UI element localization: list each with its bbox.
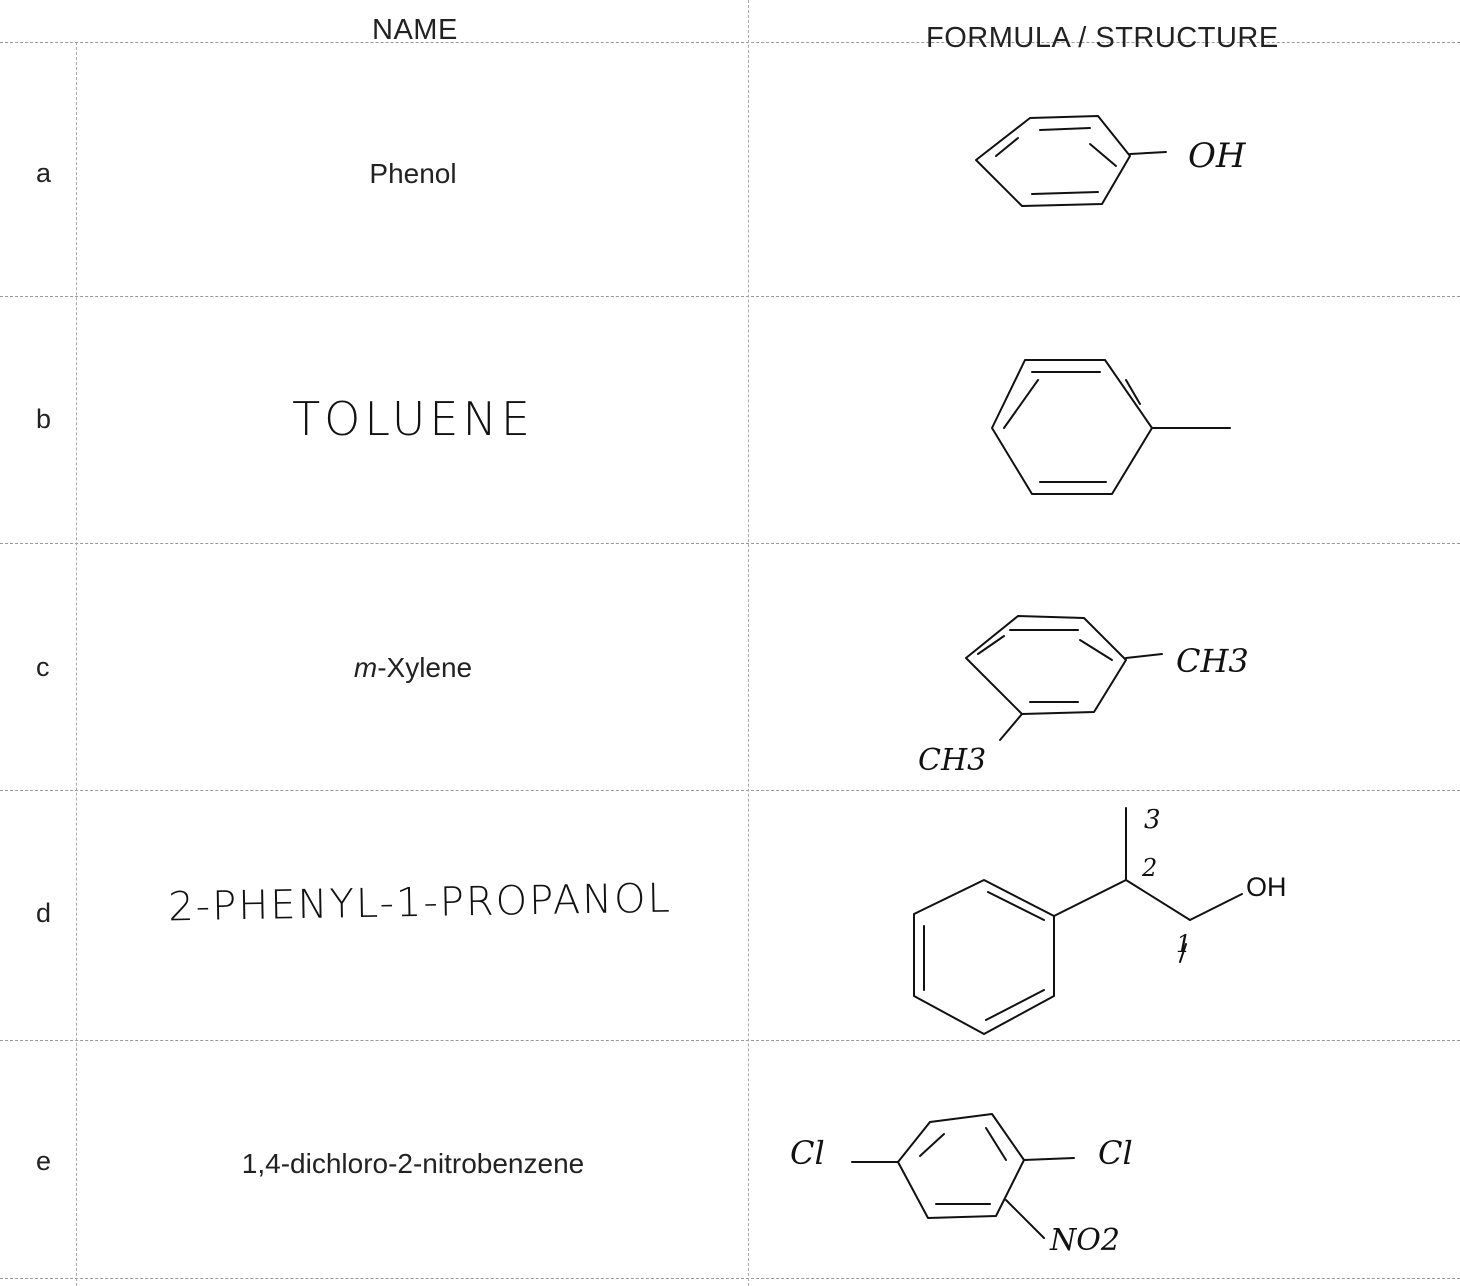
letter-column-divider <box>76 42 77 1286</box>
toluene-structure <box>991 359 1231 495</box>
compound-name-dichloronitrobenzene: 1,4-dichloro-2-nitrobenzene <box>241 1148 585 1179</box>
compound-name-toluene: TOLUENE <box>292 392 534 446</box>
row-divider <box>0 1040 1460 1041</box>
chloro-right-label: Cl <box>1098 1134 1133 1172</box>
row-letter-b: b <box>36 404 52 434</box>
header-divider <box>0 42 1460 43</box>
m-xylene-structure <box>965 615 1163 741</box>
nitro-label: NO2 <box>1049 1223 1120 1258</box>
carbon-3-label: 3 <box>1144 805 1161 835</box>
row-letter-c: c <box>36 652 50 682</box>
m-xylene-ch3-left-label: CH3 <box>918 743 986 778</box>
xylene-suffix: -Xylene <box>377 652 473 683</box>
row-letter-a: a <box>36 158 52 188</box>
structure-column-divider <box>748 0 749 1286</box>
name-column-header: NAME <box>372 14 458 46</box>
compound-name-phenol: Phenol <box>369 158 457 189</box>
row-divider <box>0 790 1460 791</box>
carbon-1-label: 1 <box>1176 930 1191 958</box>
dichloronitrobenzene-structure <box>851 1113 1075 1239</box>
row-letter-e: e <box>36 1146 52 1176</box>
phenol-oh-label: OH <box>1188 136 1247 176</box>
m-xylene-ch3-right-label: CH3 <box>1176 642 1249 680</box>
phenol-structure <box>975 115 1167 207</box>
2-phenyl-1-propanol-structure <box>913 807 1243 1035</box>
row-divider <box>0 296 1460 297</box>
structure-column-header: FORMULA / STRUCTURE <box>926 22 1279 54</box>
carbon-2-label: 2 <box>1141 854 1157 882</box>
row-divider <box>0 543 1460 544</box>
row-letter-d: d <box>36 898 52 928</box>
meta-prefix: m <box>353 652 378 683</box>
bottom-divider <box>0 1278 1460 1279</box>
chloro-left-label: Cl <box>790 1134 825 1172</box>
compound-name-m-xylene: m-Xylene <box>78 652 748 684</box>
propanol-oh-label: OH <box>1246 872 1287 902</box>
